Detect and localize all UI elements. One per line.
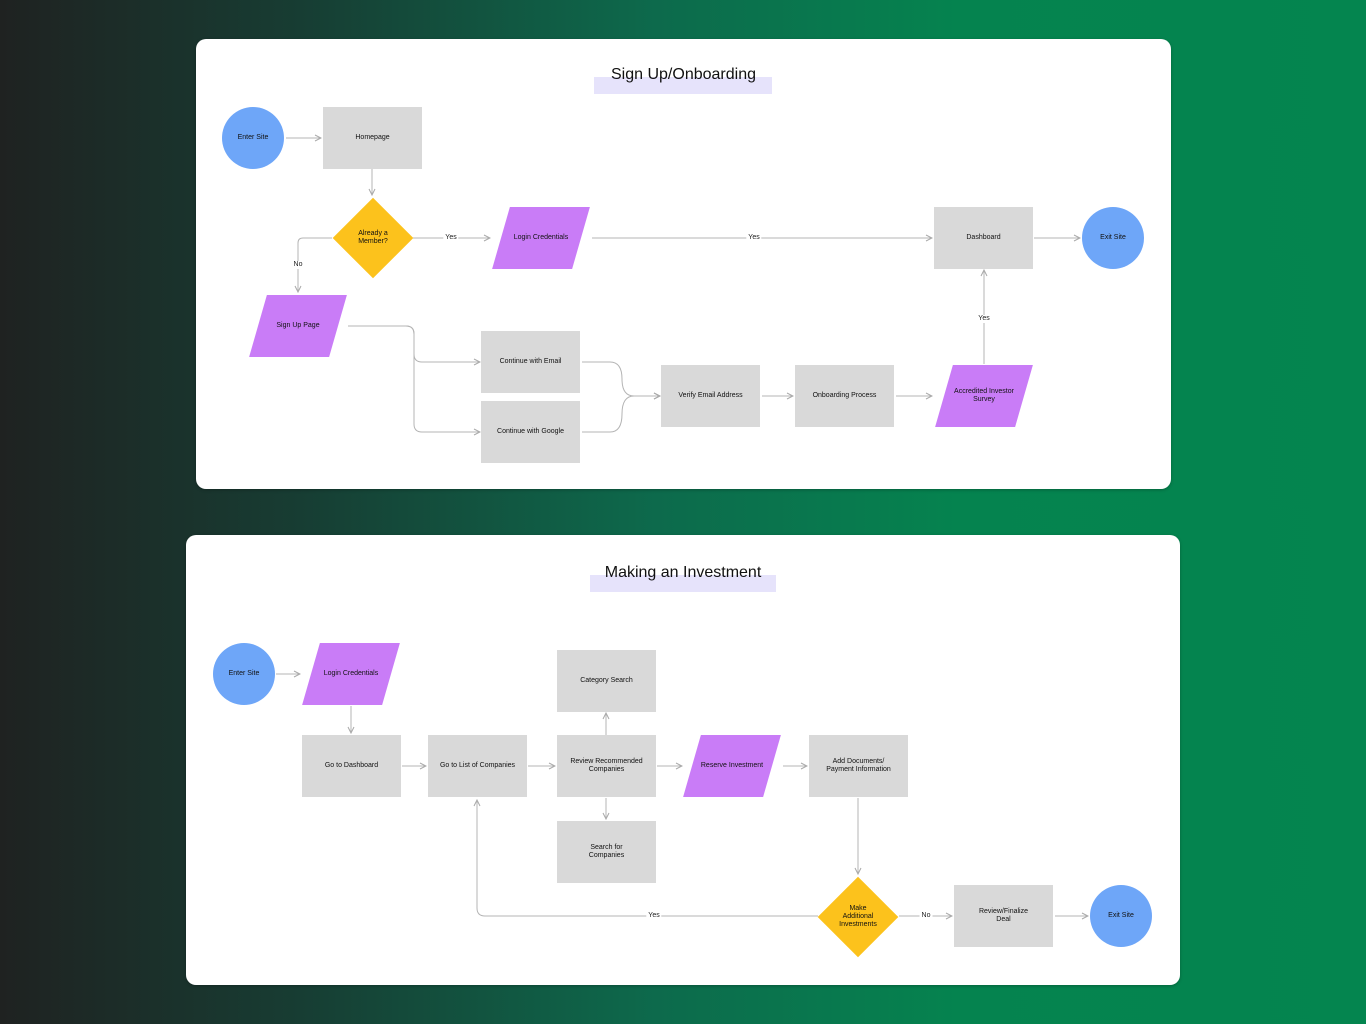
login-credentials-node[interactable]: Login Credentials (311, 643, 391, 705)
node-label: Review/Finalize Deal (978, 908, 1029, 923)
edge-label-yes: Yes (976, 315, 992, 323)
node-label: Login Credentials (323, 670, 379, 677)
panel-title: Sign Up/Onboarding (611, 66, 756, 83)
go-dashboard-node[interactable]: Go to Dashboard (302, 735, 401, 797)
title-highlight (594, 77, 772, 94)
sign-up-onboarding-panel: Sign Up/Onboarding Yes Yes No Yes Enter … (196, 39, 1171, 489)
node-label: Sign Up Page (276, 322, 320, 329)
go-companies-node[interactable]: Go to List of Companies (428, 735, 527, 797)
node-label: Exit Site (1108, 912, 1134, 919)
make-additional-decision[interactable]: Make Additional Investments (817, 876, 899, 958)
node-label: Review Recommended Companies (570, 758, 643, 773)
enter-site-node[interactable]: Enter Site (213, 643, 275, 705)
edge-decision-companies (477, 800, 818, 917)
sign-up-page-node[interactable]: Sign Up Page (258, 295, 338, 357)
search-companies-node[interactable]: Search for Companies (557, 821, 656, 883)
enter-site-node[interactable]: Enter Site (222, 107, 284, 169)
accredited-survey-node[interactable]: Accredited Investor Survey (944, 365, 1024, 427)
edge-label-yes: Yes (646, 912, 662, 920)
node-label: Already a Member? (358, 230, 388, 245)
reserve-investment-node[interactable]: Reserve Investment (692, 735, 772, 797)
exit-site-node[interactable]: Exit Site (1090, 885, 1152, 947)
review-finalize-node[interactable]: Review/Finalize Deal (954, 885, 1053, 947)
edge-member-signup (298, 237, 332, 292)
node-label: Verify Email Address (678, 392, 743, 399)
login-credentials-node[interactable]: Login Credentials (501, 207, 581, 269)
onboarding-process-node[interactable]: Onboarding Process (795, 365, 894, 427)
node-label: Go to Dashboard (324, 762, 379, 769)
node-label: Reserve Investment (700, 762, 764, 769)
review-recommended-node[interactable]: Review Recommended Companies (557, 735, 656, 797)
connectors (286, 39, 1171, 489)
node-label: Homepage (355, 134, 390, 141)
verify-email-node[interactable]: Verify Email Address (661, 365, 760, 427)
edge-label-no: No (291, 261, 305, 269)
node-label: Search for Companies (588, 844, 625, 859)
panel-title: Making an Investment (604, 564, 762, 581)
edge-signup-google (405, 325, 480, 432)
node-label: Make Additional Investments (839, 905, 877, 928)
node-label: Enter Site (228, 670, 260, 677)
homepage-node[interactable]: Homepage (323, 107, 422, 169)
exit-site-node[interactable]: Exit Site (1082, 207, 1144, 269)
continue-email-node[interactable]: Continue with Email (481, 331, 580, 393)
category-search-node[interactable]: Category Search (557, 650, 656, 712)
edge-email-verify (582, 361, 660, 396)
node-label: Continue with Google (497, 428, 564, 435)
continue-google-node[interactable]: Continue with Google (481, 401, 580, 463)
node-label: Add Documents/ Payment Information (826, 758, 891, 773)
already-member-decision[interactable]: Already a Member? (332, 197, 414, 279)
dashboard-node[interactable]: Dashboard (934, 207, 1033, 269)
node-label: Login Credentials (513, 234, 569, 241)
edge-label-yes: Yes (746, 234, 762, 242)
edge-label-yes: Yes (443, 234, 459, 242)
connectors (276, 535, 1180, 985)
edge-label-no: No (919, 912, 933, 920)
node-label: Onboarding Process (812, 392, 877, 399)
node-label: Enter Site (237, 134, 269, 141)
node-label: Continue with Email (499, 358, 562, 365)
edge-google-verify (582, 396, 660, 433)
node-label: Dashboard (966, 234, 1001, 241)
node-label: Go to List of Companies (439, 762, 516, 769)
add-documents-node[interactable]: Add Documents/ Payment Information (809, 735, 908, 797)
node-label: Exit Site (1100, 234, 1126, 241)
node-label: Category Search (580, 677, 633, 684)
title-highlight (590, 575, 776, 592)
making-investment-panel: Making an Investment Yes No Enter Site L… (186, 535, 1180, 985)
node-label: Accredited Investor Survey (954, 388, 1014, 403)
